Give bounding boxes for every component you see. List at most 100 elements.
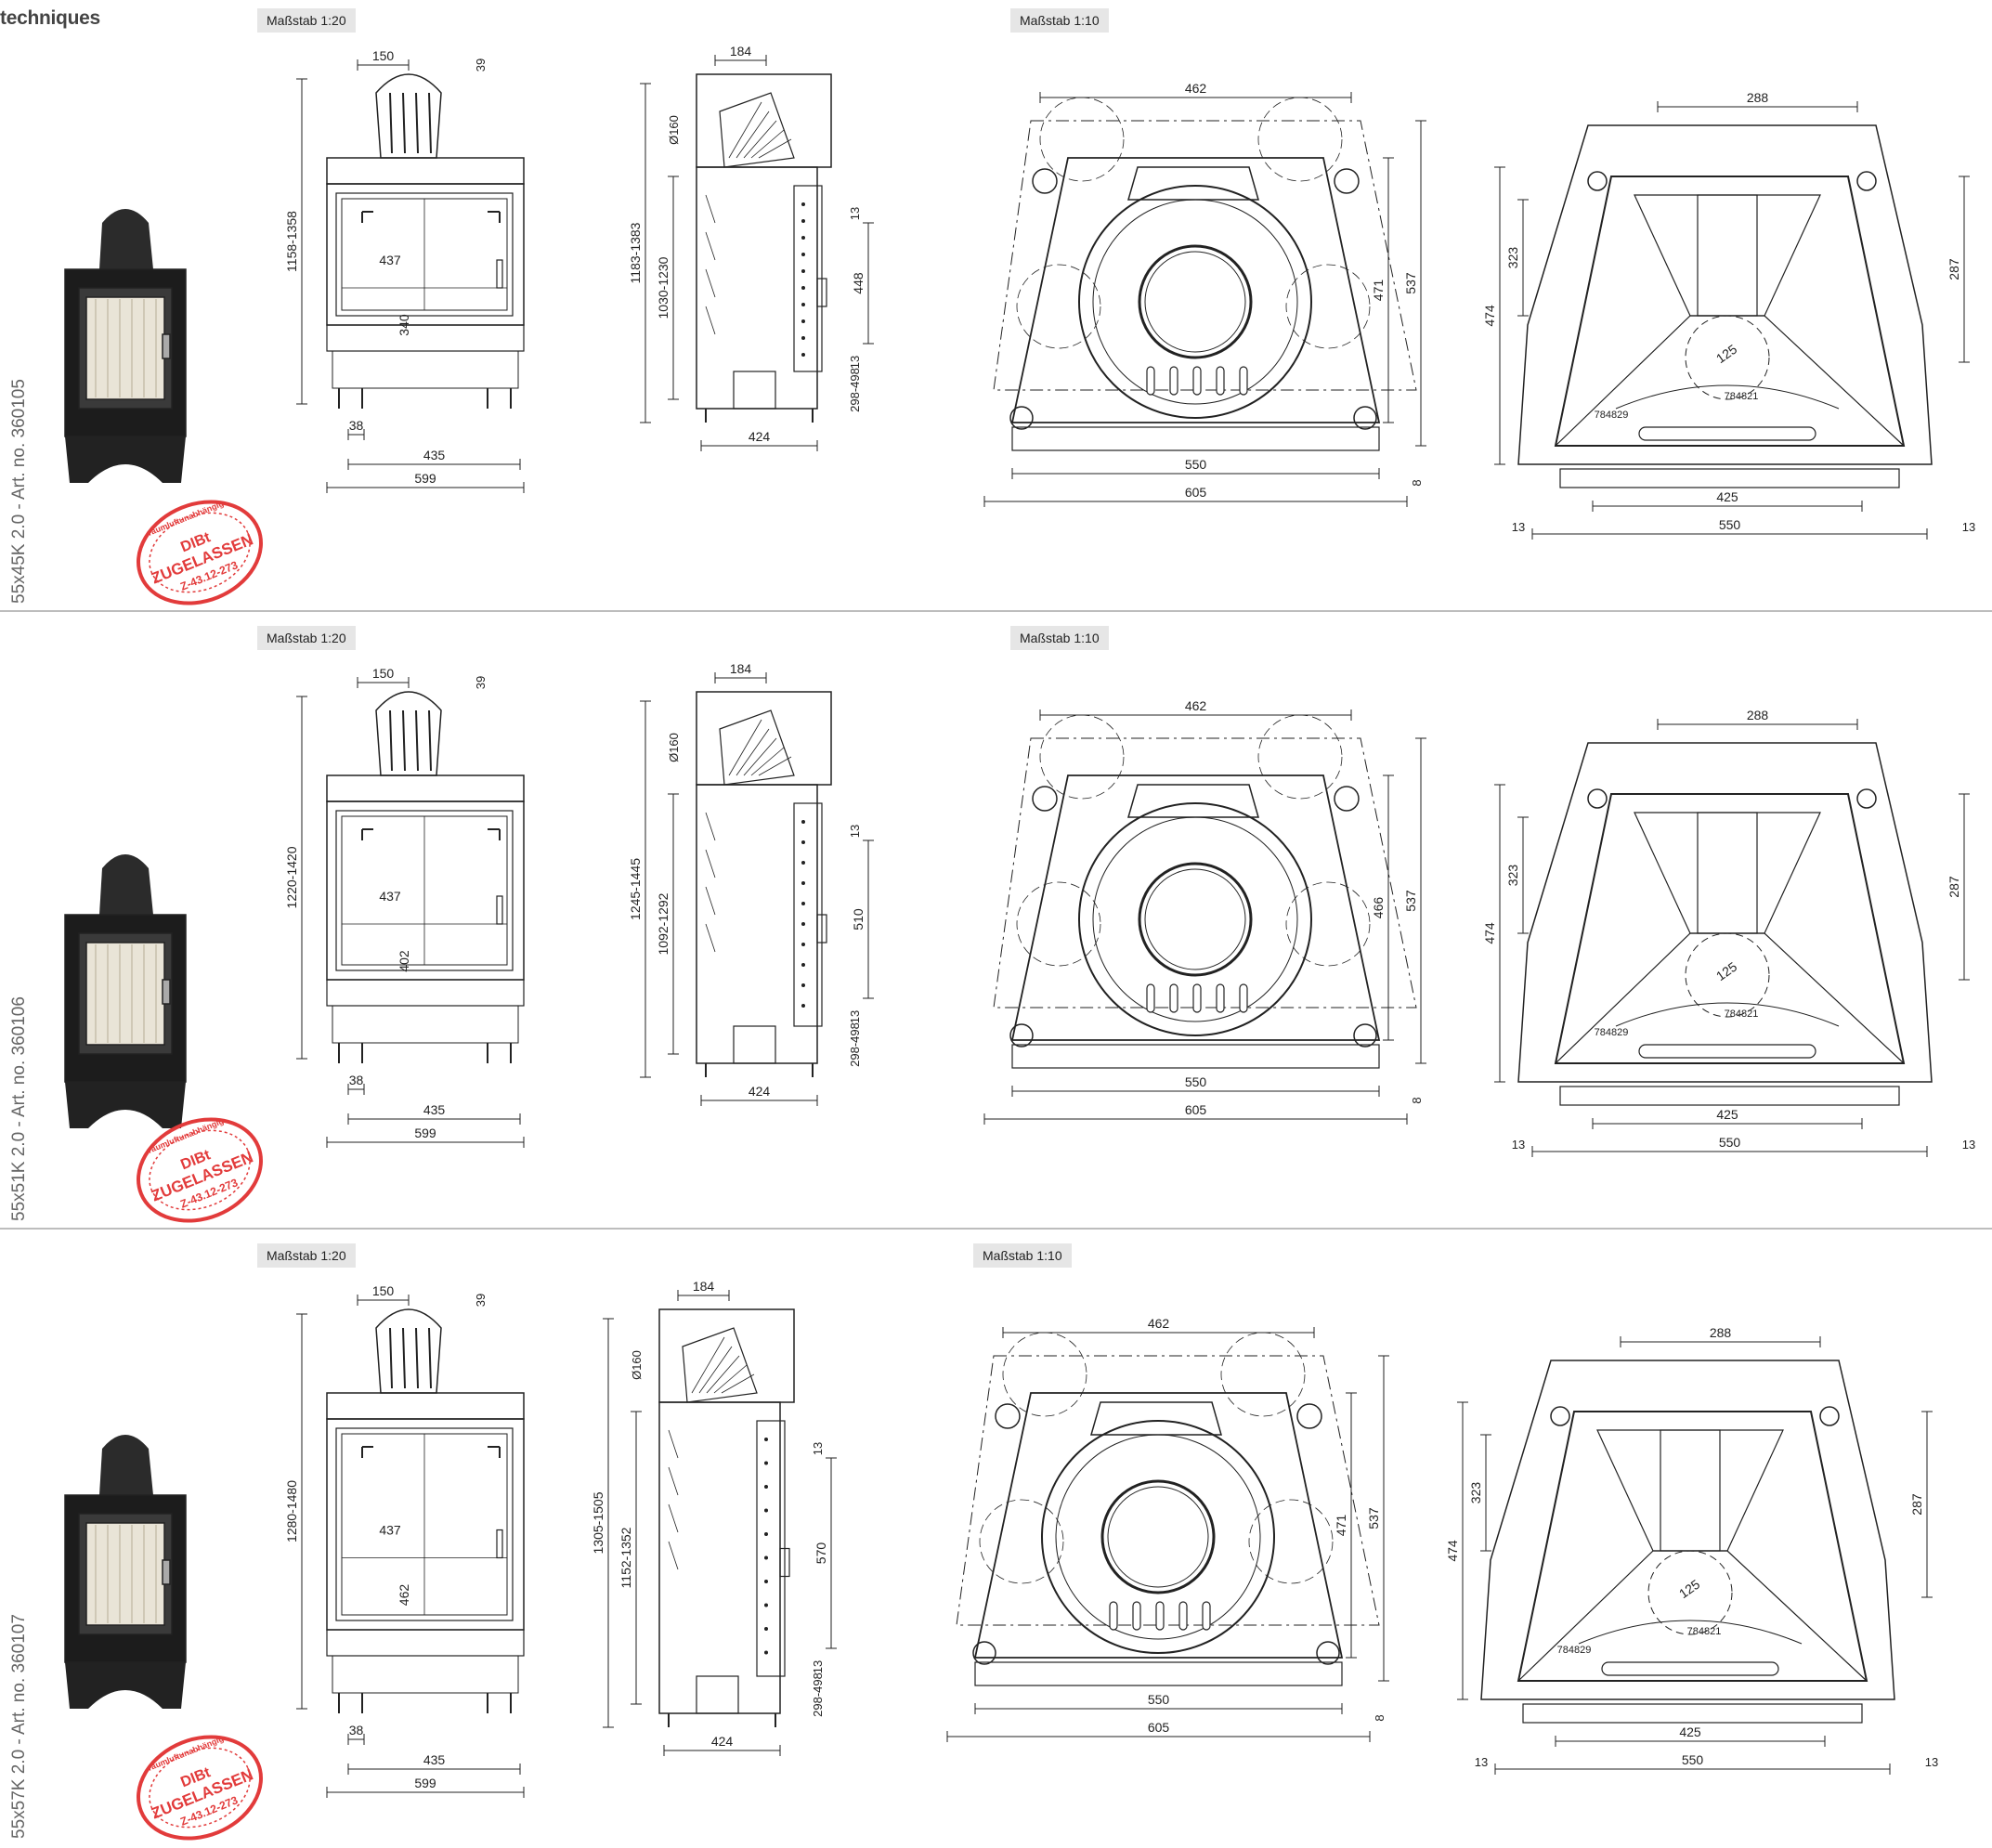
dimension-label: 425 — [1716, 489, 1738, 504]
dimension-label: 13 — [1962, 1138, 1975, 1152]
article-label: 55x51K 2.0 - Art. no. 360106 — [9, 996, 29, 1221]
part-code: 784829 — [1595, 1027, 1629, 1038]
dimension-label: 474 — [1482, 922, 1497, 944]
dimension-label: 471 — [1371, 280, 1386, 302]
dimension-label: 424 — [749, 429, 771, 444]
dimension-label: 599 — [414, 1126, 436, 1140]
dimension-label: 435 — [423, 448, 446, 462]
dimension-label: 570 — [814, 1542, 828, 1565]
dimension-label: 125 — [1713, 959, 1739, 984]
dimension-label: 13 — [1962, 520, 1975, 534]
dimension-label: 462 — [397, 1584, 411, 1607]
dimension-label: 537 — [1366, 1507, 1381, 1529]
dimension-label: 125 — [1713, 342, 1739, 367]
dimension-label: 1030-1230 — [656, 256, 671, 319]
dimension-label: 323 — [1468, 1482, 1483, 1504]
dimension-label: 1092-1292 — [656, 892, 671, 955]
dimension-label: 8 — [1373, 1714, 1387, 1721]
scale-badge-front: Maßstab 1:20 — [257, 1243, 356, 1268]
dimension-label: 1220-1420 — [284, 846, 299, 908]
part-code: 784829 — [1557, 1645, 1592, 1656]
dimension-label: 425 — [1679, 1724, 1701, 1739]
dimension-label: 605 — [1185, 1102, 1207, 1117]
dimension-label: Ø160 — [630, 1350, 644, 1380]
side-view-drawing: 184Ø1601305-15051152-13521357013298-4984… — [591, 1279, 837, 1756]
dimension-label: 13 — [848, 1010, 862, 1023]
dimension-label: 38 — [349, 418, 364, 433]
dimension-label: 1245-1445 — [628, 858, 643, 920]
dimension-label: 39 — [474, 59, 488, 72]
dimension-label: Ø160 — [667, 115, 681, 145]
part-code: 784821 — [1725, 391, 1759, 402]
dimension-label: 437 — [379, 889, 401, 904]
dimension-label: 150 — [372, 48, 395, 63]
dimension-label: 340 — [397, 314, 411, 336]
dimension-label: 1158-1358 — [284, 211, 299, 272]
dimension-label: 38 — [349, 1073, 364, 1087]
dimension-label: 184 — [693, 1279, 715, 1294]
dimension-label: 435 — [423, 1752, 446, 1767]
dimension-label: 462 — [1148, 1316, 1170, 1331]
dimension-label: 424 — [711, 1734, 734, 1749]
dimension-label: 38 — [349, 1723, 364, 1737]
dimension-label: 550 — [1185, 457, 1207, 472]
approval-stamp: raumluftunabhängigDIBtZUGELASSENZ-43.12-… — [137, 499, 263, 605]
dimension-label: Ø160 — [667, 733, 681, 762]
dimension-label: 550 — [1719, 1135, 1741, 1150]
dimension-label: 550 — [1185, 1074, 1207, 1089]
dimension-label: 402 — [397, 950, 411, 972]
dimension-label: 550 — [1719, 517, 1741, 532]
dimension-label: 13 — [1512, 1138, 1525, 1152]
dimension-label: 13 — [1512, 520, 1525, 534]
dimension-label: 510 — [851, 908, 866, 931]
dimension-label: 425 — [1716, 1107, 1738, 1122]
scale-badge-front: Maßstab 1:20 — [257, 8, 356, 33]
dimension-label: 424 — [749, 1084, 771, 1099]
product-photo — [64, 1435, 187, 1709]
dimension-label: 462 — [1185, 81, 1207, 96]
scale-badge-top: Maßstab 1:10 — [973, 1243, 1072, 1268]
part-code: 784829 — [1595, 410, 1629, 421]
dimension-label: 8 — [1410, 479, 1424, 486]
dimension-label: 437 — [379, 1523, 401, 1538]
dimension-label: 466 — [1371, 897, 1386, 919]
dimension-label: 474 — [1482, 305, 1497, 327]
dimension-label: 13 — [1925, 1755, 1938, 1769]
dimension-label: 1152-1352 — [618, 1527, 633, 1588]
product-photo — [64, 209, 187, 483]
approval-stamp: raumluftunabhängigDIBtZUGELASSENZ-43.12-… — [137, 1734, 263, 1841]
scale-badge-top: Maßstab 1:10 — [1010, 626, 1109, 650]
dimension-label: 288 — [1747, 708, 1769, 722]
dimension-label: 1183-1383 — [628, 222, 643, 283]
dimension-label: 605 — [1148, 1720, 1170, 1735]
dimension-label: 323 — [1505, 865, 1520, 887]
dimension-label: 13 — [811, 1442, 825, 1455]
dimension-label: 39 — [474, 1294, 488, 1307]
dimension-label: 462 — [1185, 698, 1207, 713]
dimension-label: 13 — [848, 825, 862, 838]
product-photo — [64, 854, 187, 1128]
dimension-label: 13 — [1475, 1755, 1488, 1769]
dimension-label: 550 — [1148, 1692, 1170, 1707]
article-label: 55x57K 2.0 - Art. no. 360107 — [9, 1614, 29, 1839]
dimension-label: 1280-1480 — [284, 1480, 299, 1542]
dimension-label: 605 — [1185, 485, 1207, 500]
dimension-label: 39 — [474, 676, 488, 689]
dimension-label: 1305-1505 — [591, 1491, 605, 1554]
dimension-label: 8 — [1410, 1097, 1424, 1103]
dimension-label: 437 — [379, 253, 401, 267]
dimension-label: 150 — [372, 666, 395, 681]
approval-stamp: raumluftunabhängigDIBtZUGELASSENZ-43.12-… — [137, 1116, 263, 1223]
row-divider — [0, 610, 1992, 612]
article-label: 55x45K 2.0 - Art. no. 360105 — [9, 379, 29, 604]
side-view-drawing: 184Ø1601183-13831030-12301344813298-4984… — [628, 44, 874, 451]
dimension-label: 287 — [1909, 1493, 1924, 1516]
dimension-label: 184 — [730, 661, 752, 676]
dimension-label: 13 — [848, 356, 862, 369]
